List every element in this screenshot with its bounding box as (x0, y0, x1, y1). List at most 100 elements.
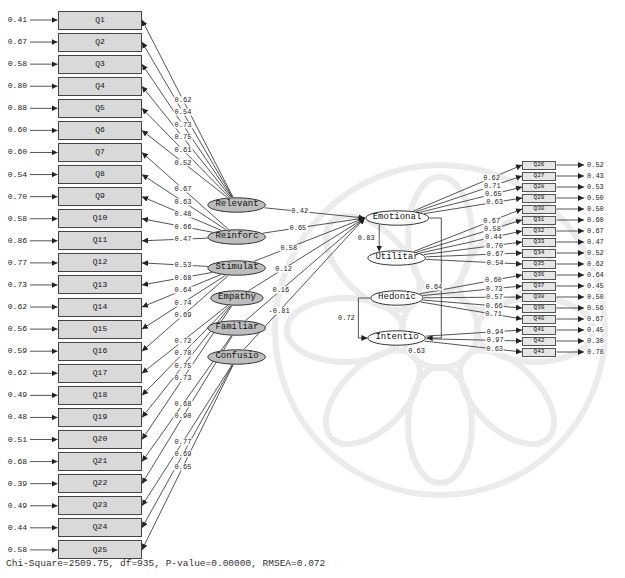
variable-name: Q36 (534, 272, 545, 279)
variable-name: Empathy (218, 293, 256, 303)
path-coefficient: 0.69 (174, 451, 193, 458)
error-variance: 0.52 (587, 162, 604, 169)
error-arrow (557, 220, 585, 221)
latent-variable-ellipse: Emotional (365, 210, 430, 226)
error-variance: 0.53 (587, 184, 604, 191)
path-arrow (142, 42, 232, 197)
path-arrow (420, 187, 522, 212)
observed-variable-box: Q14 (58, 298, 142, 317)
path-coefficient: 0.16 (271, 287, 290, 294)
path-coefficient: 0.66 (485, 302, 504, 309)
error-variance: 0.73 (8, 281, 27, 289)
variable-name: Q4 (95, 82, 105, 91)
path-coefficient: 0.90 (174, 413, 193, 420)
path-arrow (142, 365, 233, 550)
ellipse-outline (208, 321, 266, 335)
ellipse-outline (208, 230, 266, 244)
observed-variable-box: Q25 (58, 540, 142, 559)
observed-variable-box: Q19 (58, 408, 142, 427)
variable-name: Q29 (534, 195, 545, 202)
observed-variable-box: Q11 (58, 231, 142, 250)
variable-name: Q17 (93, 369, 107, 378)
variable-name: Q38 (534, 294, 545, 301)
variable-name: Q15 (93, 325, 107, 334)
ellipse-outline (371, 291, 423, 305)
variable-name: Q20 (93, 435, 107, 444)
error-variance: 0.59 (8, 347, 27, 355)
error-arrow (557, 330, 585, 331)
path-arrow (142, 272, 212, 285)
error-variance: 0.67 (587, 228, 604, 235)
error-arrow (557, 253, 585, 254)
error-variance: 0.58 (8, 215, 27, 223)
error-variance: 0.44 (8, 524, 27, 532)
error-variance: 0.78 (587, 349, 604, 356)
observed-variable-box: Q8 (58, 165, 142, 184)
error-arrow (30, 108, 58, 109)
error-variance: 0.62 (8, 303, 27, 311)
variable-name: Q7 (95, 148, 105, 157)
indicator-box: Q26 (522, 161, 556, 170)
path-coefficient: 0.68 (174, 400, 193, 407)
indicator-box: Q30 (522, 205, 556, 214)
variable-name: Q11 (93, 236, 107, 245)
error-arrow (557, 176, 585, 177)
path-coefficient: 0.71 (483, 182, 502, 189)
variable-name: Q19 (93, 413, 107, 422)
error-variance: 0.77 (8, 259, 27, 267)
variable-name: Q6 (95, 126, 105, 135)
observed-variable-box: Q3 (58, 55, 142, 74)
error-arrow (30, 284, 58, 285)
error-arrow (557, 341, 585, 342)
error-arrow (30, 86, 58, 87)
error-variance: 0.62 (587, 261, 604, 268)
observed-variable-box: Q2 (58, 33, 142, 52)
error-variance: 0.54 (8, 171, 27, 179)
observed-variable-box: Q17 (58, 364, 142, 383)
path-arrow (142, 152, 228, 229)
variable-name: Q32 (534, 228, 545, 235)
path-coefficient: 0.94 (486, 328, 505, 335)
variable-name: Q9 (95, 192, 105, 201)
error-arrow (30, 395, 58, 396)
variable-name: Q18 (93, 391, 107, 400)
path-arrow (424, 198, 522, 214)
path-coefficient: 0.66 (174, 223, 193, 230)
indicator-box: Q40 (522, 315, 556, 324)
error-variance: 0.50 (587, 206, 604, 213)
indicator-box: Q42 (522, 337, 556, 346)
path-coefficient: 0.62 (174, 96, 193, 103)
variable-name: Q3 (95, 60, 105, 69)
error-variance: 0.30 (587, 338, 604, 345)
path-arrow (424, 297, 522, 299)
path-coefficient: 0.74 (174, 299, 193, 306)
error-arrow (30, 262, 58, 263)
path-coefficient: 0.65 (484, 191, 503, 198)
error-arrow (30, 307, 58, 308)
error-arrow (30, 152, 58, 153)
ellipse-outline (208, 350, 266, 364)
error-variance: 0.64 (425, 284, 444, 291)
variable-name: Q1 (95, 16, 105, 25)
error-variance: 0.64 (587, 272, 604, 279)
path-arrow (142, 197, 221, 231)
path-coefficient: 0.73 (174, 375, 193, 382)
observed-variable-box: Q15 (58, 320, 142, 339)
path-arrow (426, 339, 522, 341)
error-variance: 0.45 (587, 283, 604, 290)
error-arrow (557, 198, 585, 199)
path-coefficient: 0.47 (174, 236, 193, 243)
observed-variable-box: Q20 (58, 430, 142, 449)
latent-variable-ellipse: Relevant (207, 197, 266, 213)
path-coefficient: 0.70 (485, 242, 504, 249)
error-arrow (557, 264, 585, 265)
error-arrow (30, 42, 58, 43)
indicator-box: Q34 (522, 249, 556, 258)
variable-name: Q39 (534, 305, 545, 312)
variable-name: Q26 (534, 162, 545, 169)
variable-name: Q37 (534, 283, 545, 290)
error-variance: 0.80 (8, 82, 27, 90)
path-coefficient: 0.58 (279, 244, 298, 251)
error-variance: 0.50 (587, 195, 604, 202)
path-coefficient: 0.54 (174, 109, 193, 116)
